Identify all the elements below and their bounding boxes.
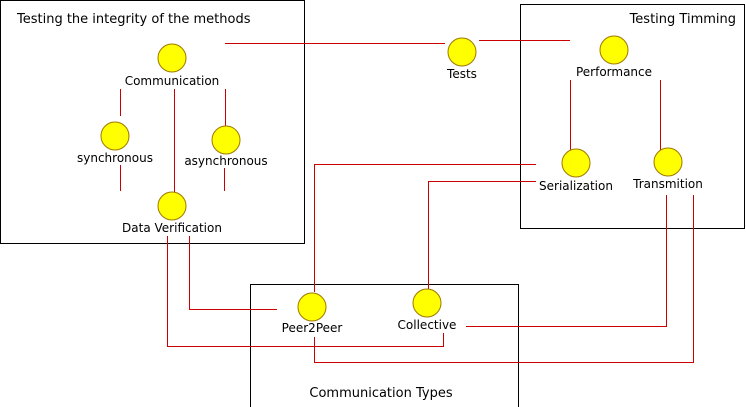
transmition-node-icon [653, 147, 683, 177]
node-data-verification[interactable]: Data Verification [122, 191, 222, 235]
data-verification-node-icon [157, 191, 187, 221]
timing-box-title: Testing Timming [629, 12, 736, 27]
tests-label: Tests [446, 67, 477, 81]
node-serialization[interactable]: Serialization [539, 148, 613, 193]
node-asynchronous[interactable]: asynchronous [184, 125, 268, 168]
integrity-box [0, 0, 305, 244]
node-peer2peer[interactable]: Peer2Peer [282, 292, 343, 335]
comm-types-box-title: Communication Types [309, 386, 452, 401]
serialization-label: Serialization [539, 179, 613, 193]
timing-box [520, 4, 745, 229]
node-synchronous[interactable]: synchronous [77, 121, 153, 165]
communication-label: Communication [125, 74, 220, 88]
performance-label: Performance [576, 65, 652, 79]
node-performance[interactable]: Performance [576, 35, 652, 79]
connector-line [428, 181, 536, 289]
tests-node-icon [447, 37, 477, 67]
connector-line [167, 236, 444, 347]
node-transmition[interactable]: Transmition [632, 147, 703, 191]
performance-node-icon [599, 35, 629, 65]
transmition-label: Transmition [632, 177, 703, 191]
collective-label: Collective [398, 318, 457, 332]
peer2peer-label: Peer2Peer [282, 321, 343, 335]
connector-line [189, 236, 277, 310]
asynchronous-node-icon [211, 125, 241, 155]
data-verification-label: Data Verification [122, 221, 222, 235]
collective-node-icon [412, 288, 442, 318]
comm-types-box [250, 284, 519, 407]
node-tests[interactable]: Tests [446, 37, 477, 81]
integrity-box-title: Testing the integrity of the methods [16, 12, 251, 27]
synchronous-node-icon [100, 121, 130, 151]
connector-line [314, 164, 536, 292]
connector-lines [120, 40, 694, 363]
synchronous-label: synchronous [77, 151, 153, 165]
peer2peer-node-icon [297, 292, 327, 322]
connector-line [466, 195, 667, 327]
node-collective[interactable]: Collective [398, 288, 457, 332]
asynchronous-label: asynchronous [184, 154, 267, 168]
communication-node-icon [157, 43, 187, 73]
node-communication[interactable]: Communication [125, 43, 220, 88]
serialization-node-icon [561, 148, 591, 178]
connector-line [314, 195, 694, 363]
